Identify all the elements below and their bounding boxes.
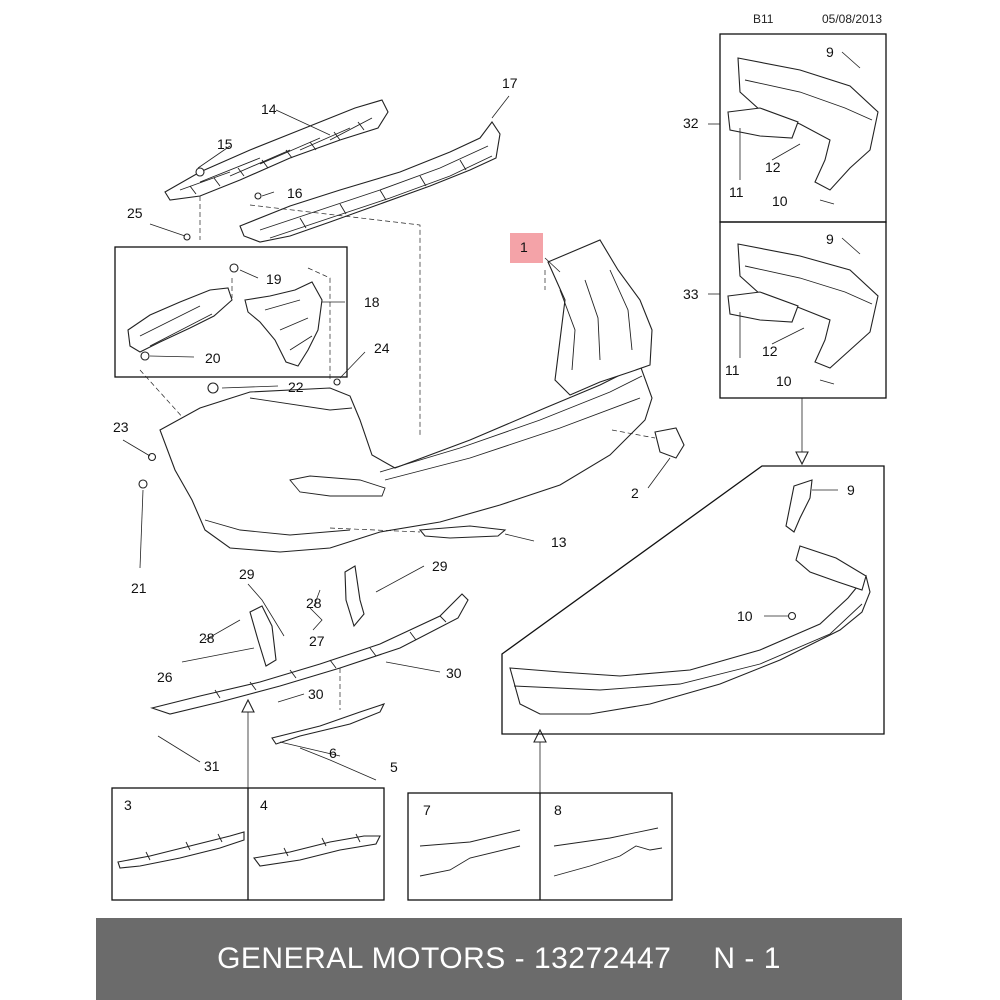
spoiler-screw [787, 611, 797, 621]
callout-1: 1 [520, 239, 528, 255]
tow-cover [654, 427, 685, 459]
callout-27: 27 [309, 633, 325, 649]
callout-30-right: 30 [446, 665, 462, 681]
callout-26: 26 [157, 669, 173, 685]
rear-spoiler [509, 545, 871, 715]
fastener-clip-20 [140, 351, 150, 361]
manufacturer-part-number: GENERAL MOTORS - 13272447 [217, 942, 672, 975]
lower-molding [418, 525, 507, 539]
skid-plate-33 [727, 243, 879, 369]
callout-18: 18 [364, 294, 380, 310]
callout-6: 6 [329, 745, 337, 761]
callout-12-box32: 12 [765, 159, 781, 175]
callout-29-right: 29 [432, 558, 448, 574]
callout-10-spoiler: 10 [737, 608, 753, 624]
callout-21: 21 [131, 580, 147, 596]
callout-4: 4 [260, 797, 268, 813]
callout-14: 14 [261, 101, 277, 117]
callout-2: 2 [631, 485, 639, 501]
callout-23: 23 [113, 419, 129, 435]
callout-7: 7 [423, 802, 431, 818]
fastener-nut-23 [147, 452, 157, 462]
callout-33: 33 [683, 286, 699, 302]
callout-25: 25 [127, 205, 143, 221]
callout-28-left: 28 [199, 630, 215, 646]
highlighted-part-marker [510, 233, 543, 263]
callout-30-left: 30 [308, 686, 324, 702]
callout-28-right: 28 [306, 595, 322, 611]
impact-bar-main [239, 121, 501, 243]
diagram-date: 05/08/2013 [822, 12, 883, 26]
leader-lines [122, 51, 861, 781]
bracket-kit-box [114, 246, 348, 378]
lower-bracket-right [344, 565, 365, 628]
callout-19: 19 [266, 271, 282, 287]
callout-24: 24 [374, 340, 390, 356]
callout-9-box32: 9 [826, 44, 834, 60]
side-bracket-right [244, 281, 323, 367]
spoiler-bracket [785, 479, 813, 533]
callout-15: 15 [217, 136, 233, 152]
fastener-screw-16 [254, 192, 262, 200]
lower-valance [150, 593, 469, 715]
lower-molding-strip [271, 703, 386, 745]
callout-32: 32 [683, 115, 699, 131]
callout-22: 22 [288, 379, 304, 395]
fastener-clip-19 [229, 263, 239, 273]
molding-variant-7 [419, 829, 521, 877]
callout-10-box33: 10 [776, 373, 792, 389]
callout-5: 5 [390, 759, 398, 775]
fastener-screw-25 [183, 233, 191, 241]
lower-bracket-left [249, 605, 277, 667]
skid-plate-32 [727, 57, 879, 191]
callout-12-box33: 12 [762, 343, 778, 359]
callout-9-spoiler: 9 [847, 482, 855, 498]
part-number-banner: GENERAL MOTORS - 13272447 N - 1 [96, 918, 902, 1000]
detail-box-spoiler [501, 465, 885, 735]
detail-box-33 [719, 221, 887, 399]
impact-bar-upper [164, 99, 389, 201]
callout-11-box33: 11 [725, 362, 740, 378]
callout-31: 31 [204, 758, 220, 774]
callout-17: 17 [502, 75, 518, 91]
molding-variant-8 [553, 827, 663, 877]
callout-8: 8 [554, 802, 562, 818]
bumper-fascia [159, 239, 653, 553]
callout-11-box32: 11 [729, 184, 744, 200]
fastener-clip-22 [207, 382, 219, 394]
valance-variant-4 [253, 833, 381, 867]
valance-variant-3 [117, 831, 245, 869]
fastener-screw-24 [333, 378, 341, 386]
callout-13: 13 [551, 534, 567, 550]
fastener-clip-21 [138, 479, 148, 489]
callout-3: 3 [124, 797, 132, 813]
callout-10-box32: 10 [772, 193, 788, 209]
section-code: B11 [753, 12, 774, 26]
quantity-label: N - 1 [713, 942, 781, 975]
fastener-clip-15 [195, 167, 205, 177]
callout-16: 16 [287, 185, 303, 201]
callout-20: 20 [205, 350, 221, 366]
side-bracket-left [127, 287, 233, 353]
callout-9-box33: 9 [826, 231, 834, 247]
callout-29-left: 29 [239, 566, 255, 582]
